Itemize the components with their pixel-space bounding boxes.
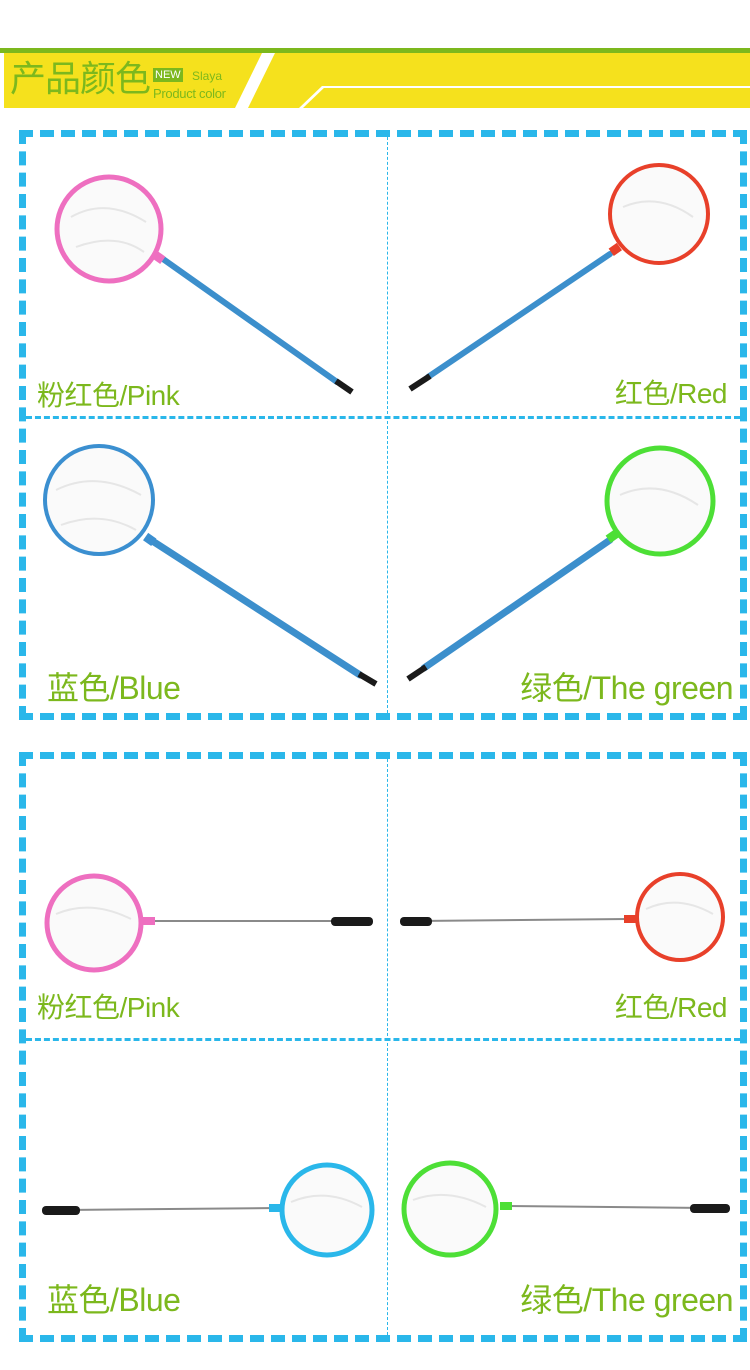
pink-net-image	[54, 174, 354, 395]
red-net-image	[408, 163, 710, 392]
pink-label: 粉红色/Pink	[37, 380, 180, 411]
horizontal-divider	[26, 416, 740, 419]
green-net-image	[401, 1160, 730, 1258]
vertical-divider	[387, 137, 388, 713]
blue-label: 蓝色/Blue	[47, 670, 181, 706]
color-panel-blue-pole: 粉红色/Pink 红色/Red 蓝色/Blue 绿色/The green	[19, 130, 747, 720]
section-subtitle: Product color	[153, 86, 226, 101]
green-net-image	[406, 445, 716, 682]
pink-net-image	[44, 873, 373, 973]
banner-background	[0, 48, 750, 108]
color-panel-steel-rod: 粉红色/Pink 红色/Red 蓝色/Blue 绿色/The green	[19, 752, 747, 1342]
product-color-banner: 产品颜色 NEW Slaya Product color	[0, 0, 750, 120]
blue-label: 蓝色/Blue	[47, 1282, 181, 1318]
red-label: 红色/Red	[614, 378, 728, 409]
blue-net-image	[43, 444, 378, 687]
blue-net-image	[42, 1162, 375, 1258]
horizontal-divider	[26, 1038, 740, 1041]
new-badge: NEW	[153, 68, 183, 82]
pink-label: 粉红色/Pink	[37, 992, 180, 1023]
red-label: 红色/Red	[614, 992, 728, 1023]
brand-name: Slaya	[192, 69, 223, 83]
dashed-frame	[19, 752, 747, 1342]
section-title: 产品颜色	[10, 59, 151, 100]
vertical-divider	[387, 759, 388, 1335]
red-net-image	[400, 872, 725, 962]
green-label: 绿色/The green	[520, 670, 733, 706]
green-label: 绿色/The green	[520, 1282, 733, 1318]
dashed-frame	[19, 130, 747, 720]
